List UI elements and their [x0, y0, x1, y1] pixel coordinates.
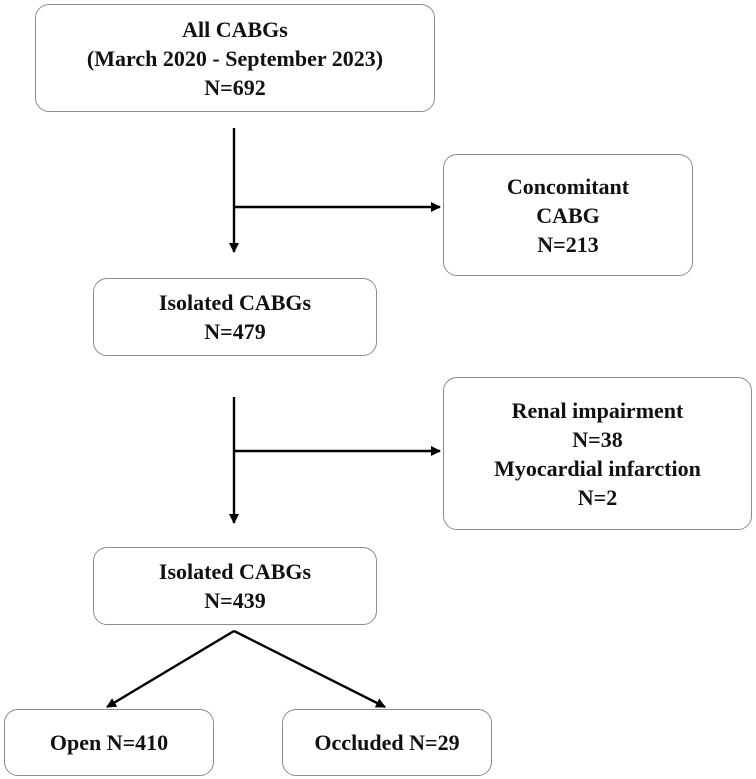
- concomitant-subtitle: CABG: [536, 202, 600, 228]
- box-isolated-cabgs-439: Isolated CABGs N=439: [93, 547, 377, 625]
- arrow-to-occluded: [233, 629, 386, 709]
- exclusion-mi-count: N=2: [577, 484, 618, 510]
- isolated-479-count: N=479: [204, 319, 266, 344]
- occluded-label: Occluded N=29: [314, 730, 460, 755]
- all-cabgs-title: All CABGs: [182, 16, 288, 42]
- box-isolated-cabgs-479: Isolated CABGs N=479: [93, 278, 377, 356]
- all-cabgs-count: N=692: [204, 74, 266, 100]
- all-cabgs-period: (March 2020 - September 2023): [86, 45, 384, 71]
- arrow-to-open: [106, 629, 235, 709]
- isolated-439-count: N=439: [204, 588, 266, 613]
- exclusion-renal-count: N=38: [572, 426, 623, 452]
- concomitant-count: N=213: [537, 231, 599, 257]
- isolated-479-title: Isolated CABGs: [158, 290, 312, 315]
- isolated-439-title: Isolated CABGs: [158, 559, 312, 584]
- box-occluded: Occluded N=29: [282, 709, 492, 776]
- box-all-cabgs: All CABGs (March 2020 - September 2023) …: [35, 4, 435, 112]
- exclusion-renal-label: Renal impairment: [511, 397, 684, 423]
- open-label: Open N=410: [49, 730, 169, 755]
- exclusion-mi-label: Myocardial infarction: [494, 455, 701, 481]
- box-concomitant: Concomitant CABG N=213: [443, 154, 693, 276]
- concomitant-title: Concomitant: [506, 173, 630, 199]
- box-open: Open N=410: [4, 709, 214, 776]
- box-exclusions: Renal impairment N=38 Myocardial infarct…: [443, 377, 752, 530]
